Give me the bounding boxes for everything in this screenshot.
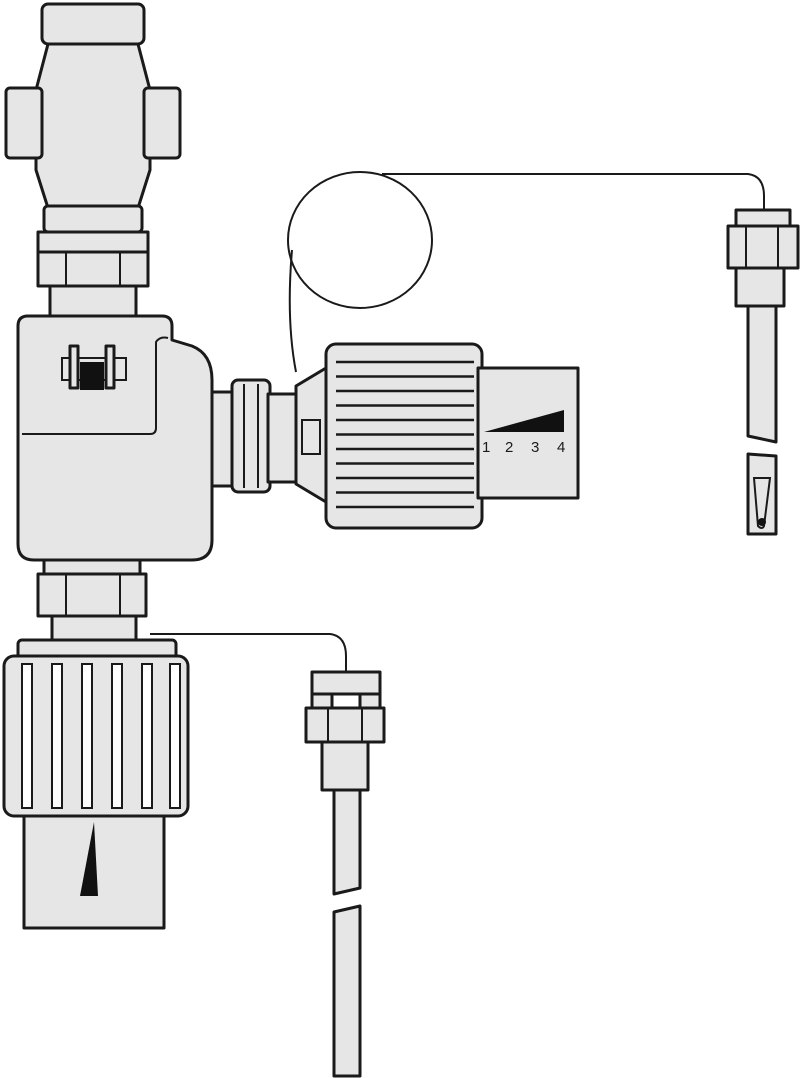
- lower-grip-rib: [21, 663, 33, 809]
- temperature-scale: 1 2 3 4: [482, 439, 565, 456]
- lower-grip-rib: [169, 663, 181, 809]
- lower-grip-rib: [111, 663, 123, 809]
- lower-grip-ribs: [21, 663, 181, 809]
- thermostat-grip-ribs: [336, 360, 474, 509]
- scale-number-2: 2: [505, 439, 513, 456]
- lower-hex-nut: [36, 558, 148, 646]
- side-connector: [210, 378, 300, 494]
- lower-grip-rib: [81, 663, 93, 809]
- upper-sensor-probe: [726, 208, 800, 536]
- upper-hex-nut: [36, 230, 150, 318]
- top-cross-fitting: [4, 2, 182, 234]
- lower-thermostat-grip: [2, 638, 190, 930]
- thermostat-head: 1 2 3 4: [294, 342, 580, 530]
- clip-lock: [61, 344, 127, 390]
- lower-capillary: [150, 633, 347, 674]
- temperature-wedge-indicator: [484, 410, 564, 432]
- lower-sensor-probe: [304, 670, 386, 1078]
- capillary-coil: [287, 171, 765, 373]
- scale-number-3: 3: [531, 439, 539, 456]
- scale-number-4: 4: [557, 439, 565, 456]
- scale-number-1: 1: [482, 439, 490, 456]
- lower-wedge-indicator: [80, 822, 98, 896]
- valve-body: [16, 314, 214, 562]
- lower-grip-rib: [51, 663, 63, 809]
- lower-grip-rib: [141, 663, 153, 809]
